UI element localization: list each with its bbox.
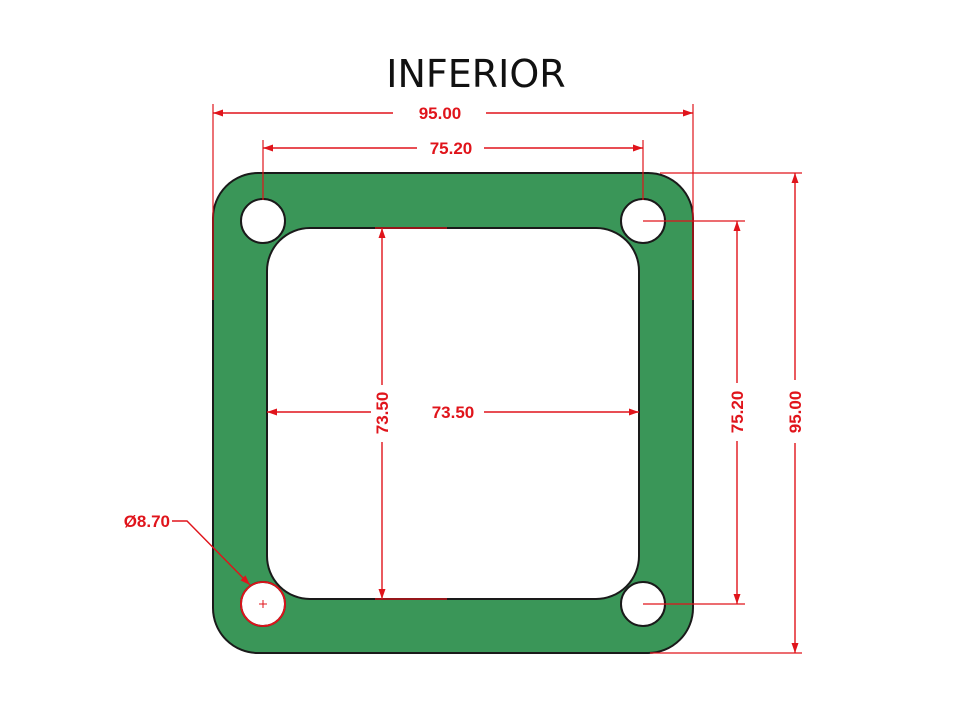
center-mark (259, 600, 267, 608)
bolt-spacing-y-label: 75.20 (728, 391, 747, 434)
hole-diameter-label: Ø8.70 (124, 512, 170, 531)
inner-height-label: 73.50 (373, 392, 392, 435)
outer-width-label: 95.00 (419, 104, 462, 123)
hole-diameter-leader (172, 520, 251, 586)
inner-width-label: 73.50 (432, 403, 475, 422)
bolt-hole-bottom-left (240, 581, 286, 627)
bolt-spacing-x-label: 75.20 (430, 139, 473, 158)
outer-height-label: 95.00 (786, 391, 805, 434)
drawing-title: INFERIOR (386, 52, 565, 96)
bolt-hole-top-left (240, 198, 286, 244)
